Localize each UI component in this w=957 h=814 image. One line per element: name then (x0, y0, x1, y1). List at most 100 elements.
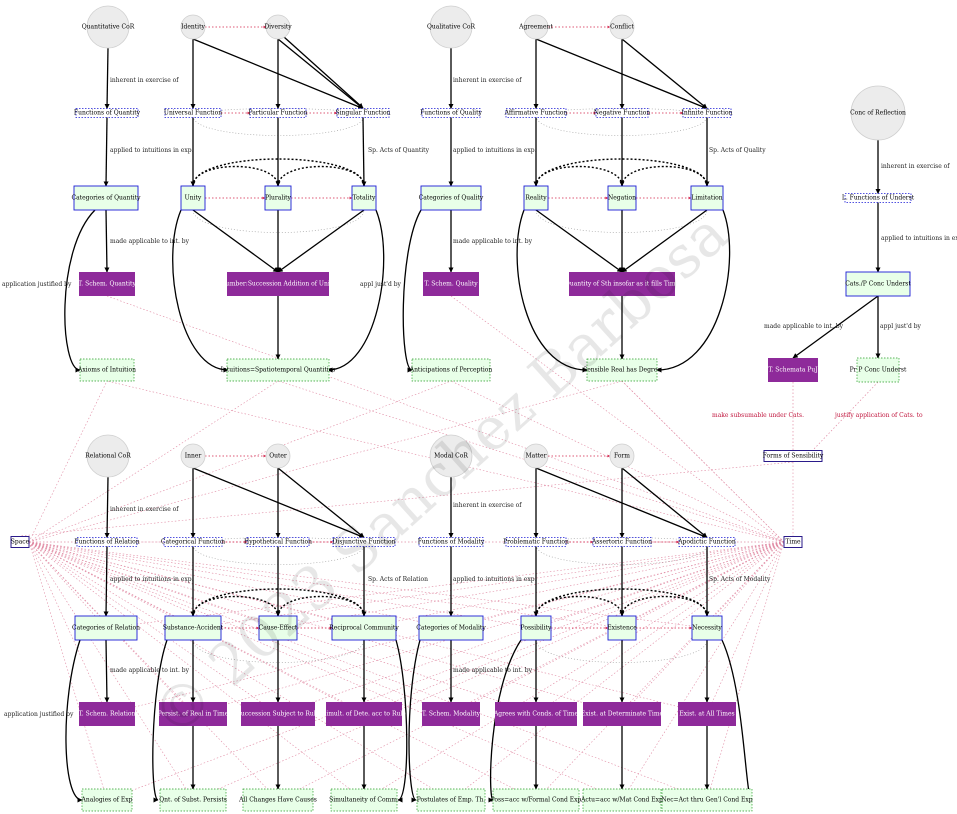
edge (621, 165, 708, 187)
hypothetical-fn-label: Hypothetical Function (244, 539, 312, 546)
exist-determinate-label: Exist. at Determinate Time (581, 711, 664, 718)
necessity-node: Necessity (691, 615, 723, 641)
edge-label-applied: applied to intuitions in exp. (110, 147, 194, 154)
cat-modality-label: Categories of Modality (416, 625, 486, 632)
qual-cor-label: Qualitative CoR (427, 24, 476, 31)
space-node: Space (10, 536, 30, 548)
cat-quantity-node: Categories of Quantity (71, 185, 141, 211)
edge-label-inherent: inherent in exercise of (110, 77, 179, 84)
labels-layer: inherent in exercise of applied to intuit… (2, 77, 957, 718)
disjunctive-fn-label: Disjunctive Function (333, 539, 396, 546)
func-modality-node: Functions of Modality (418, 537, 485, 547)
edge-label-appl-justd: appl just'd by (880, 323, 922, 330)
edge (28, 541, 537, 801)
edge (535, 541, 785, 715)
negation-label: Negation (608, 195, 636, 202)
edge (535, 209, 623, 273)
edge-label-inherent: inherent in exercise of (881, 163, 950, 170)
edge-label-applied-intuitions-exp: applied to intuitions in exp. (881, 235, 957, 242)
edge (192, 541, 785, 629)
edge (28, 541, 623, 801)
edges-layer (19, 25, 881, 803)
space-label: Space (11, 539, 30, 546)
edge-label-inherent: inherent in exercise of (110, 506, 179, 513)
edge (104, 639, 110, 703)
poss-formal-label: Poss=acc w/Formal Cond Exp (491, 797, 582, 804)
quant-cor-node: Quantitative CoR (82, 5, 135, 49)
universal-fn-label: Universal Function (164, 110, 222, 117)
edge-label-make-subsumable: make subsumable under Cats. (712, 412, 804, 419)
edge (621, 541, 785, 629)
conc-reflection-label: Conc of Reflection (850, 110, 906, 117)
edge (535, 38, 708, 110)
affirmative-fn-label: Affirmative Function (504, 110, 568, 117)
edge (65, 639, 83, 803)
possibility-node: Possibility (520, 615, 552, 641)
edge (277, 467, 365, 539)
edge (535, 639, 708, 663)
edge (361, 117, 367, 187)
cat-modality-node: Categories of Modality (416, 615, 486, 641)
edge-label-applied: applied to intuitions in exp. (110, 576, 194, 583)
pr-p-conc-node: Pr P Conc Underst (850, 357, 907, 383)
nec-genl-label: Nec=Act thru Gen'l Cond Exp (661, 797, 752, 804)
actu-mat-label: Actu=acc w/Mat Cond Exp (580, 797, 663, 804)
edge (621, 541, 785, 715)
cause-effect-label: Cause-Effect (259, 625, 298, 632)
limitation-node: Limitation (690, 185, 724, 211)
reciprocal-node: Reciprocal Community (329, 615, 399, 641)
relational-cor-label: Relational CoR (85, 453, 131, 460)
edge (792, 295, 879, 359)
edge (363, 541, 785, 801)
edge-label-inherent: inherent in exercise of (453, 77, 522, 84)
edge (106, 295, 785, 543)
edge (192, 209, 365, 233)
cause-effect-node: Cause-Effect (258, 615, 298, 641)
cat-quality-label: Categories of Quality (419, 195, 484, 202)
edge-label-made-applicable: made applicable to int. by (764, 323, 844, 330)
edge (488, 639, 522, 803)
modal-cor-label: Modal CoR (434, 453, 468, 460)
edge (283, 36, 364, 109)
edge (104, 476, 110, 539)
analogies-node: Analogies of Exp (81, 788, 133, 812)
cat-quality-node: Categories of Quality (419, 185, 484, 211)
pr-p-conc-label: Pr P Conc Underst (850, 367, 907, 374)
edge (277, 209, 365, 273)
universal-fn-node: Universal Function (164, 108, 222, 118)
diversity-label: Diversity (264, 24, 292, 31)
infinite-fn-label: Infinite Function (682, 110, 733, 117)
agrees-conds-label: Agrees with Conds. of Time (493, 711, 579, 718)
tschem-modality-label: T. Schem. Modality (422, 711, 481, 718)
simultaneity-node: Simultaneity of Comm. (329, 788, 399, 812)
outer-node: Outer (265, 443, 291, 469)
edge-label-application-justified: application justified by (4, 711, 74, 718)
nec-genl-node: Nec=Act thru Gen'l Cond Exp (661, 788, 753, 812)
edge (64, 209, 96, 373)
disjunctive-fn-node: Disjunctive Function (333, 537, 396, 547)
form-node: Form (609, 443, 635, 469)
all-changes-node: All Changes Have Causes (238, 788, 317, 812)
categorical-fn-node: Categorical Function (161, 537, 225, 547)
edge (706, 541, 785, 629)
edge (172, 209, 229, 373)
edge-label-appl-justd: appl just'd by (360, 281, 402, 288)
forms-sensibility-node: Forms of Sensibility (763, 450, 824, 462)
edge (535, 541, 785, 801)
edge (277, 380, 785, 543)
edge (192, 541, 785, 715)
edge (28, 541, 194, 629)
edge (395, 639, 408, 803)
axioms-node: Axioms of Intuition (77, 358, 136, 382)
reality-node: Reality (523, 185, 549, 211)
edge-label-applied: applied to intuitions in exp. (453, 147, 537, 154)
l-func-underst-label: L. Functions of Underst (842, 195, 915, 202)
edge (535, 467, 708, 539)
tschem-quantity-node: T. Schem. Quantity (78, 272, 136, 296)
persist-label: Persist. of Real in Time (158, 711, 229, 718)
inner-label: Inner (185, 453, 202, 460)
exist-determinate-node: Exist. at Determinate Time (581, 702, 664, 726)
tschem-relation-node: T. Schem. Relation (79, 702, 135, 726)
edge (192, 165, 279, 187)
assertoric-fn-label: Assertoric Function (591, 539, 652, 546)
